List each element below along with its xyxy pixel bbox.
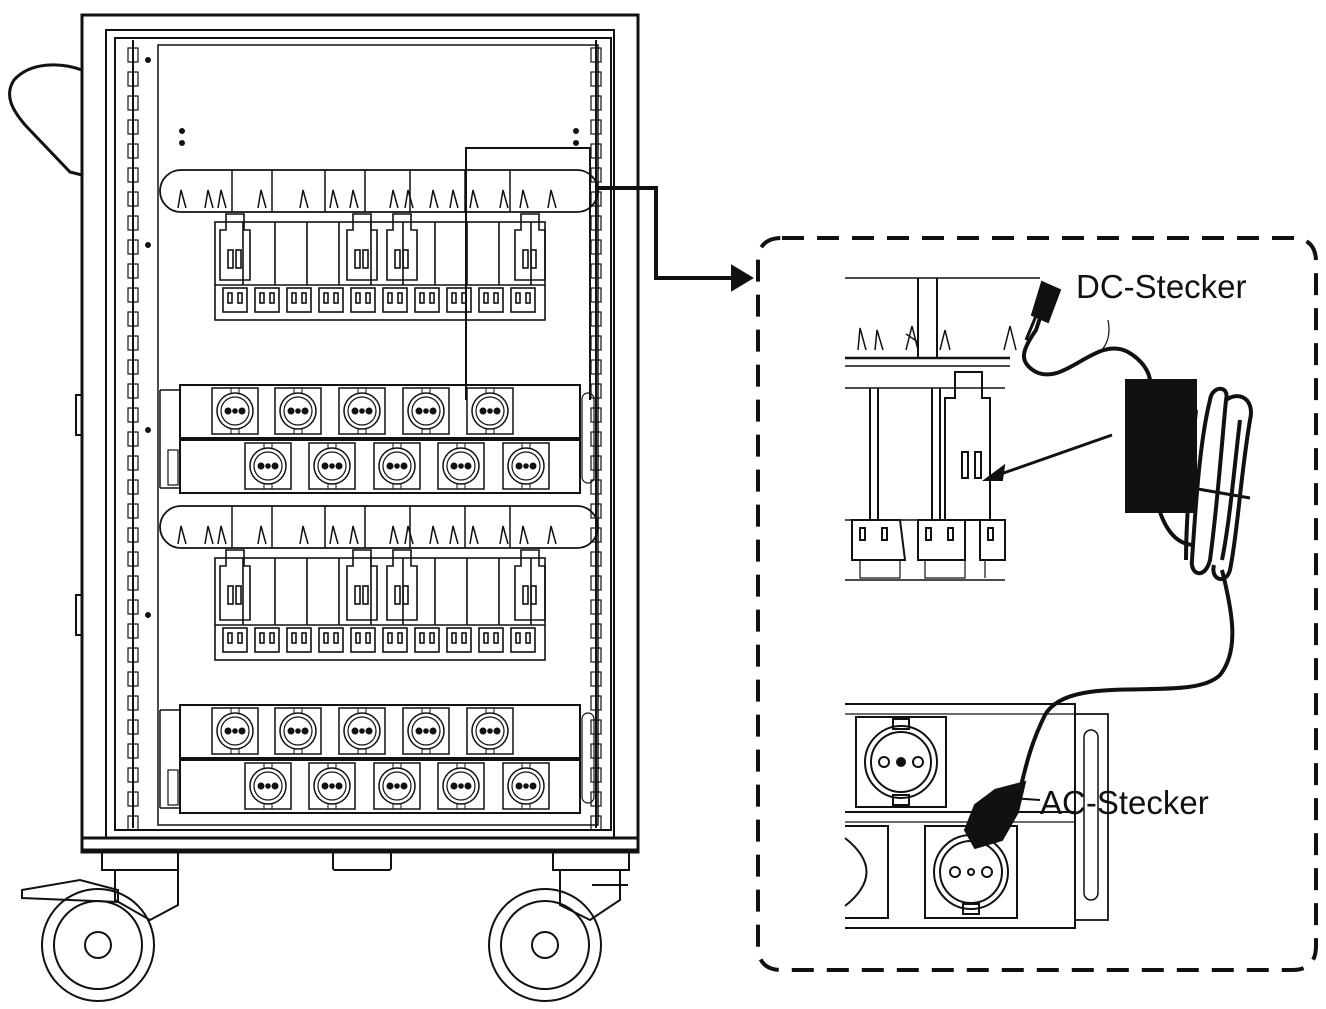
zoom-detail bbox=[756, 236, 1318, 972]
dc-cable bbox=[1022, 287, 1152, 383]
adapter-racks bbox=[214, 213, 546, 661]
charging-cart bbox=[8, 13, 640, 1002]
dc-plug-label: DC-Stecker bbox=[1076, 268, 1247, 305]
cart-frame-outer bbox=[80, 13, 640, 852]
cart-cable bbox=[465, 147, 591, 400]
caster-right bbox=[488, 851, 630, 1002]
callout-leader bbox=[465, 147, 754, 400]
cable-clips bbox=[177, 170, 557, 548]
ac-cable bbox=[1018, 569, 1235, 791]
ac-plug-label: AC-Stecker bbox=[1040, 784, 1209, 821]
right-rail-slots bbox=[590, 47, 602, 831]
side-latch-lower bbox=[75, 594, 83, 636]
cart-interior bbox=[114, 37, 612, 831]
side-handle bbox=[8, 63, 83, 177]
zoom-clips bbox=[857, 325, 1017, 351]
leader-line bbox=[596, 186, 738, 280]
power-adapter-brick bbox=[1125, 379, 1197, 513]
cable-holder-bars bbox=[159, 169, 599, 549]
zoom-bracket bbox=[944, 371, 991, 521]
cable-bar-upper bbox=[159, 169, 599, 213]
leader-arrowhead bbox=[731, 264, 754, 292]
back-panel bbox=[157, 44, 599, 826]
zoom-plug-row bbox=[845, 519, 1006, 581]
zoom-frame bbox=[756, 236, 1318, 972]
caster-left bbox=[21, 851, 179, 1002]
cable-bar-lower bbox=[159, 505, 599, 549]
base-handle bbox=[332, 851, 392, 871]
left-rail-slots bbox=[127, 47, 139, 831]
side-latch-upper bbox=[75, 394, 83, 436]
zoom-power-strip bbox=[844, 703, 1109, 929]
power-strips bbox=[159, 384, 595, 814]
coiled-cable bbox=[1184, 386, 1253, 581]
dc-plug bbox=[1030, 280, 1062, 324]
